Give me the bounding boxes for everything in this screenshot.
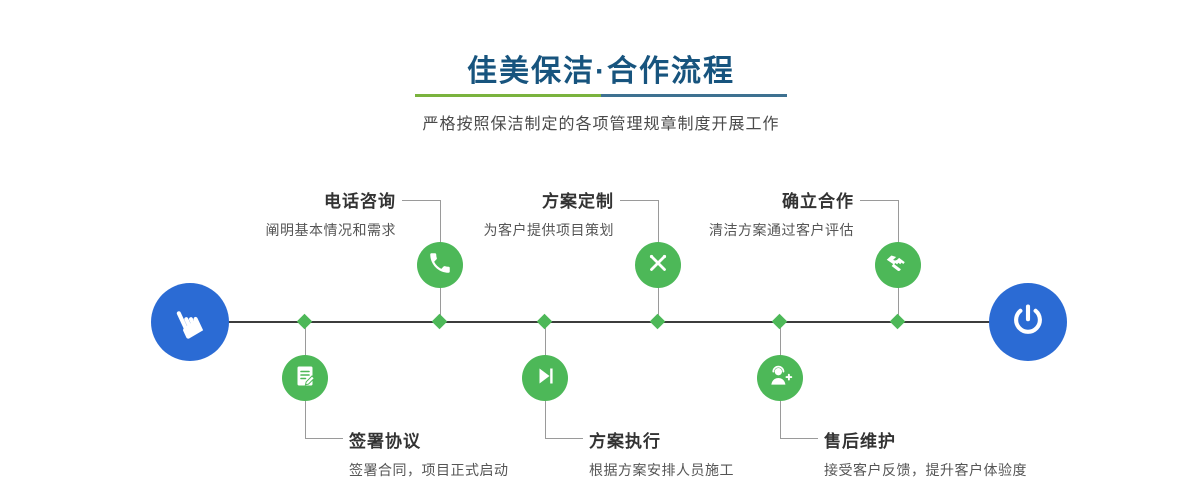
connector-line: [780, 438, 818, 439]
timeline-end-circle: [989, 283, 1067, 361]
timeline-node-diamond: [431, 313, 448, 330]
step-title: 方案执行: [589, 432, 661, 451]
step-desc: 阐明基本情况和需求: [265, 222, 396, 238]
step-title: 电话咨询: [324, 192, 396, 211]
page-subtitle: 严格按照保洁制定的各项管理规章制度开展工作: [422, 116, 780, 133]
step-text-block: 方案执行 根据方案安排人员施工: [589, 427, 819, 480]
step-icon-circle: [417, 242, 463, 288]
step-icon-circle: [522, 355, 568, 401]
contract-icon: [293, 364, 317, 393]
title-underline: [415, 94, 787, 97]
step-title: 签署协议: [349, 432, 421, 451]
step-desc: 清洁方案通过客户评估: [709, 222, 854, 238]
step-icon-circle: [282, 355, 328, 401]
timeline-node-diamond: [296, 313, 313, 330]
step-text-block: 确立合作 清洁方案通过客户评估: [624, 187, 854, 240]
timeline-node-diamond: [536, 313, 553, 330]
step-title: 确立合作: [782, 192, 854, 211]
play-icon: [533, 364, 557, 393]
step-title: 售后维护: [824, 432, 896, 451]
timeline-node-diamond: [649, 313, 666, 330]
timeline-axis: [190, 321, 1030, 323]
step-desc: 根据方案安排人员施工: [589, 462, 734, 478]
step-text-block: 售后维护 接受客户反馈，提升客户体验度: [824, 427, 1054, 480]
step-text-block: 签署协议 签署合同，项目正式启动: [349, 427, 579, 480]
design-icon: [646, 251, 670, 280]
pointing-hand-icon: ☛: [161, 296, 219, 348]
step-icon-circle: [635, 242, 681, 288]
power-icon: [1009, 301, 1047, 344]
step-text-block: 方案定制 为客户提供项目策划: [384, 187, 614, 240]
step-desc: 接受客户反馈，提升客户体验度: [824, 462, 1027, 478]
step-desc: 签署合同，项目正式启动: [349, 462, 509, 478]
phone-icon: [427, 250, 453, 281]
connector-line: [620, 200, 658, 201]
handshake-icon: [883, 251, 913, 279]
page-title: 佳美保洁·合作流程: [467, 55, 735, 88]
step-icon-circle: [757, 355, 803, 401]
step-desc: 为客户提供项目策划: [483, 222, 614, 238]
timeline-start-circle: ☛: [151, 283, 229, 361]
step-text-block: 电话咨询 阐明基本情况和需求: [166, 187, 396, 240]
underline-blue-segment: [601, 94, 787, 97]
connector-line: [545, 438, 583, 439]
support-icon: [767, 363, 793, 394]
connector-line: [402, 200, 440, 201]
step-title: 方案定制: [542, 192, 614, 211]
timeline-node-diamond: [771, 313, 788, 330]
step-icon-circle: [875, 242, 921, 288]
timeline-node-diamond: [889, 313, 906, 330]
connector-line: [860, 200, 898, 201]
underline-green-segment: [415, 94, 601, 97]
connector-line: [305, 438, 343, 439]
